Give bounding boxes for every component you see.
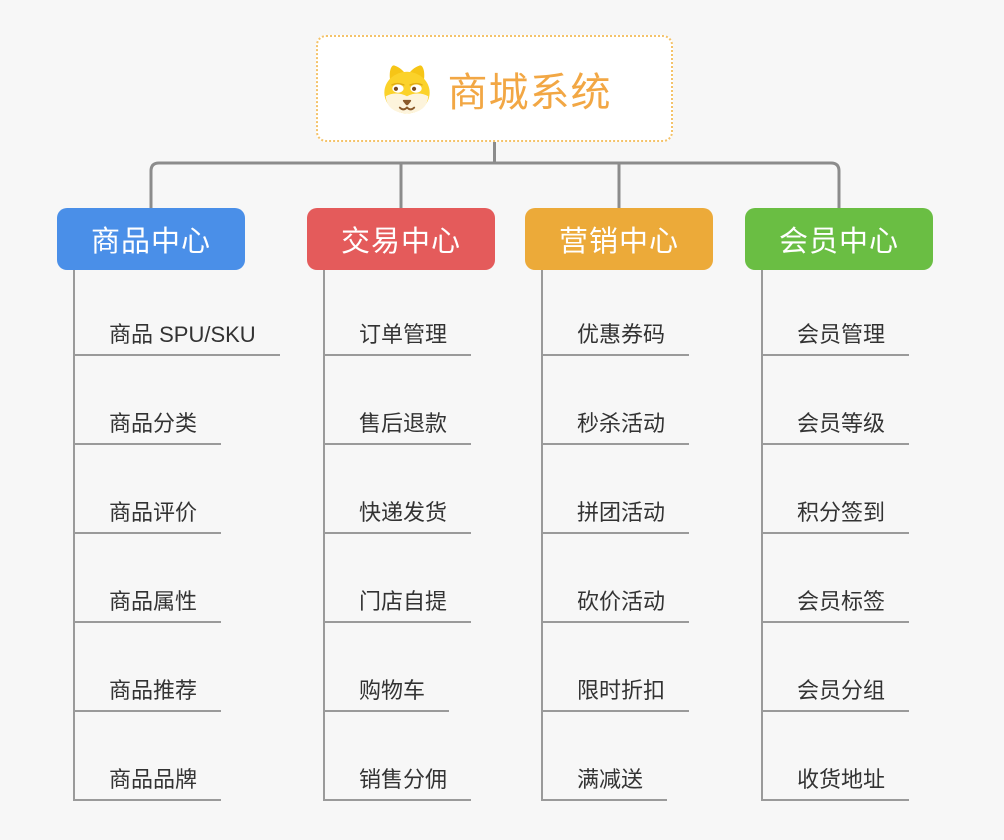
branch-item[interactable]: 销售分佣 <box>325 712 472 801</box>
branch-item[interactable]: 优惠券码 <box>543 270 690 356</box>
branch-3: 会员中心 会员管理会员等级积分签到会员标签会员分组收货地址 <box>745 208 995 801</box>
branch-item[interactable]: 订单管理 <box>325 270 472 356</box>
branch-item[interactable]: 限时折扣 <box>543 623 690 712</box>
branch-item[interactable]: 快递发货 <box>325 445 472 534</box>
branch-item[interactable]: 满减送 <box>543 712 668 801</box>
branch-item-list: 订单管理售后退款快递发货门店自提购物车销售分佣 <box>323 270 557 801</box>
branch-item[interactable]: 会员管理 <box>763 270 910 356</box>
branch-item[interactable]: 商品推荐 <box>75 623 222 712</box>
branch-rail-line <box>149 161 841 208</box>
branch-1: 交易中心 订单管理售后退款快递发货门店自提购物车销售分佣 <box>307 208 557 801</box>
dog-face-icon <box>383 64 430 113</box>
branch-node[interactable]: 营销中心 <box>525 208 713 270</box>
branch-item-list: 会员管理会员等级积分签到会员标签会员分组收货地址 <box>761 270 995 801</box>
branch-item[interactable]: 收货地址 <box>763 712 910 801</box>
branch-item[interactable]: 会员等级 <box>763 356 910 445</box>
branch-item[interactable]: 砍价活动 <box>543 534 690 623</box>
branch-item[interactable]: 商品属性 <box>75 534 222 623</box>
branch-item[interactable]: 商品品牌 <box>75 712 222 801</box>
branch-node-label: 营销中心 <box>558 226 679 258</box>
branch-item[interactable]: 秒杀活动 <box>543 356 690 445</box>
branch-2: 营销中心 优惠券码秒杀活动拼团活动砍价活动限时折扣满减送 <box>525 208 775 801</box>
branch-item[interactable]: 购物车 <box>325 623 450 712</box>
branch-item[interactable]: 商品评价 <box>75 445 222 534</box>
branch-item[interactable]: 售后退款 <box>325 356 472 445</box>
root-node-label: 商城系统 <box>447 70 612 115</box>
branch-item-list: 优惠券码秒杀活动拼团活动砍价活动限时折扣满减送 <box>541 270 775 801</box>
branch-item[interactable]: 门店自提 <box>325 534 472 623</box>
branch-node[interactable]: 商品中心 <box>57 208 245 270</box>
branch-node-label: 会员中心 <box>778 226 899 258</box>
branch-node-label: 交易中心 <box>340 226 461 258</box>
root-node[interactable]: 商城系统 <box>316 35 673 142</box>
branch-item[interactable]: 会员标签 <box>763 534 910 623</box>
branch-item[interactable]: 商品 SPU/SKU <box>75 270 280 356</box>
branch-node-label: 商品中心 <box>90 226 211 258</box>
branch-item[interactable]: 会员分组 <box>763 623 910 712</box>
branch-item[interactable]: 拼团活动 <box>543 445 690 534</box>
branch-node[interactable]: 会员中心 <box>745 208 933 270</box>
branch-node[interactable]: 交易中心 <box>307 208 495 270</box>
branch-item[interactable]: 商品分类 <box>75 356 222 445</box>
branch-item[interactable]: 积分签到 <box>763 445 910 534</box>
